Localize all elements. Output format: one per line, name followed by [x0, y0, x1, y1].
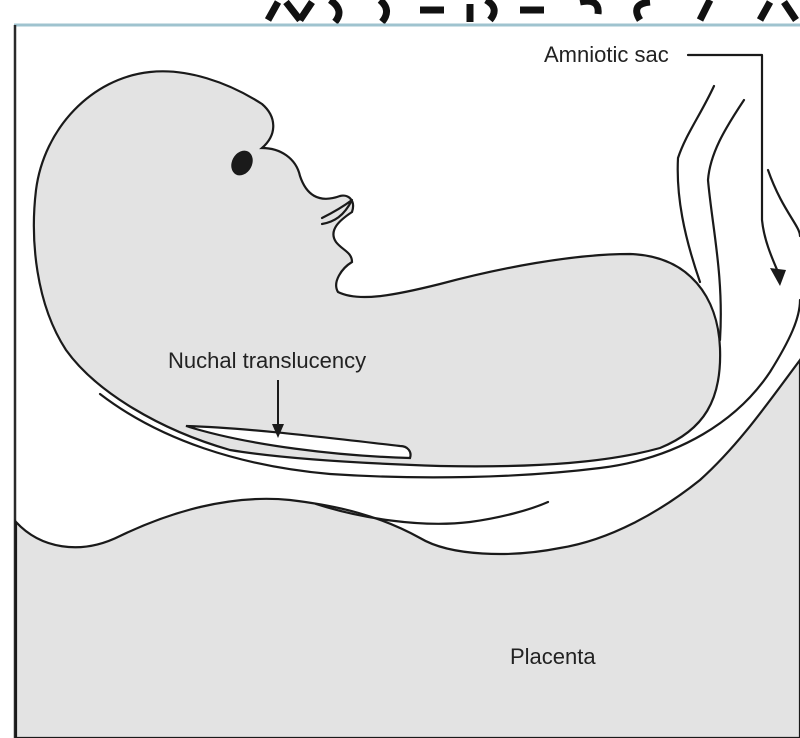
placenta-label: Placenta	[510, 644, 596, 669]
fetus-body	[34, 71, 720, 466]
amniotic-sac-pointer-arrowhead	[770, 268, 786, 286]
amniotic-sac-membrane-right-wall	[708, 100, 744, 340]
amniotic-sac-label: Amniotic sac	[544, 42, 669, 67]
nuchal-translucency-label: Nuchal translucency	[168, 348, 366, 373]
amniotic-sac-membrane-far-right	[768, 170, 800, 236]
title-strip	[0, 0, 800, 24]
amniotic-sac-pointer-line	[688, 55, 778, 272]
